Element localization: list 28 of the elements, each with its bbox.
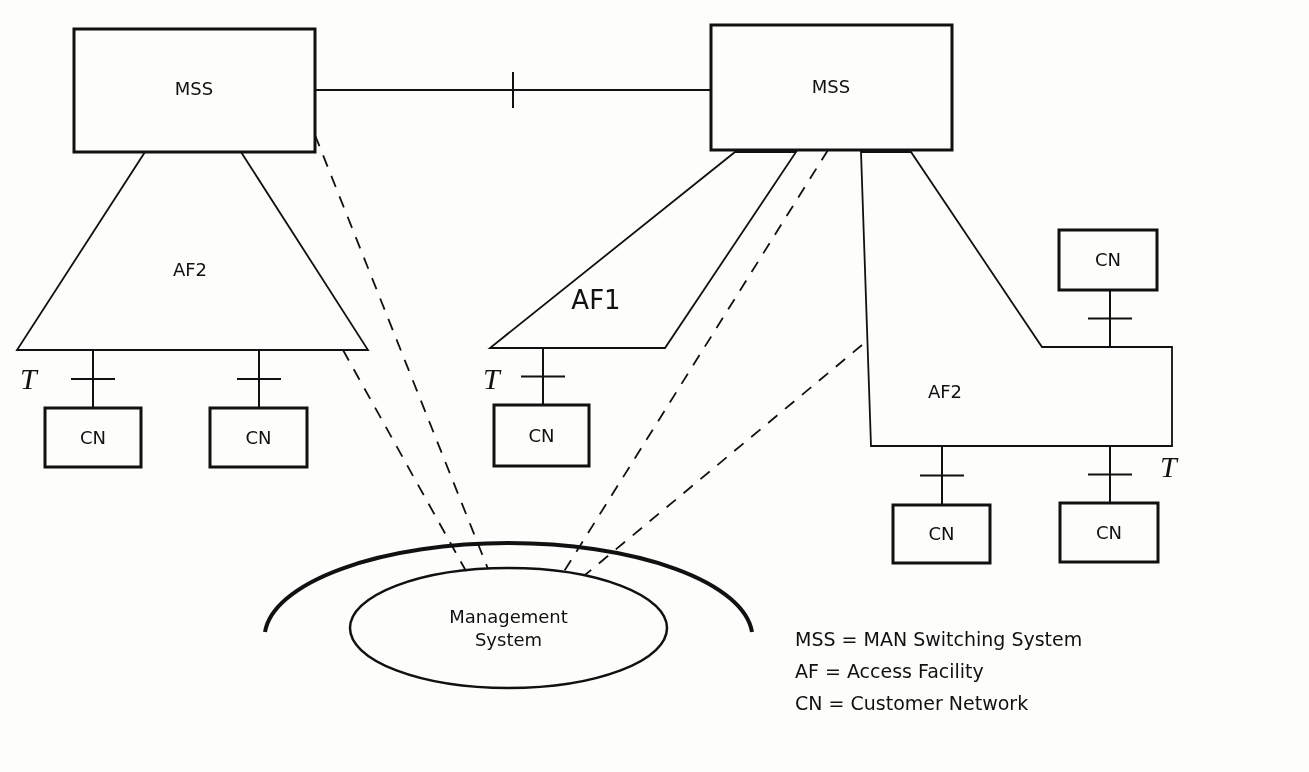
connector-line xyxy=(1087,445,1133,504)
reference-point-label: T xyxy=(1160,450,1177,484)
node-label: CN xyxy=(1096,521,1122,544)
legend-text: CN = Customer Network xyxy=(795,692,1029,714)
node-label: AF2 xyxy=(172,258,208,282)
dashed-connector xyxy=(584,344,863,576)
node-label: CN xyxy=(928,522,955,546)
connector-line xyxy=(314,71,712,109)
node-label: CN xyxy=(528,424,555,447)
dashed-connector xyxy=(342,349,467,572)
node-label: AF2 xyxy=(927,380,963,404)
legend-text: AF = Access Facility xyxy=(795,660,984,682)
node-label: MSS xyxy=(174,77,214,101)
connector-line xyxy=(520,347,566,406)
connector-line xyxy=(919,445,965,506)
node-label: AF1 xyxy=(571,283,621,317)
reference-point-label: T xyxy=(20,362,37,396)
node-label: MSS xyxy=(811,75,851,99)
node-label: Management System xyxy=(448,605,569,651)
connector-line xyxy=(1087,289,1133,348)
legend-text: MSS = MAN Switching System xyxy=(795,628,1083,650)
node-label: CN xyxy=(245,426,272,449)
reference-point-label: T xyxy=(483,362,500,396)
node-label: CN xyxy=(80,426,106,449)
connector-line xyxy=(236,349,282,409)
connector-line xyxy=(70,349,116,409)
dashed-connector xyxy=(562,149,829,574)
node-label: CN xyxy=(1095,248,1121,272)
